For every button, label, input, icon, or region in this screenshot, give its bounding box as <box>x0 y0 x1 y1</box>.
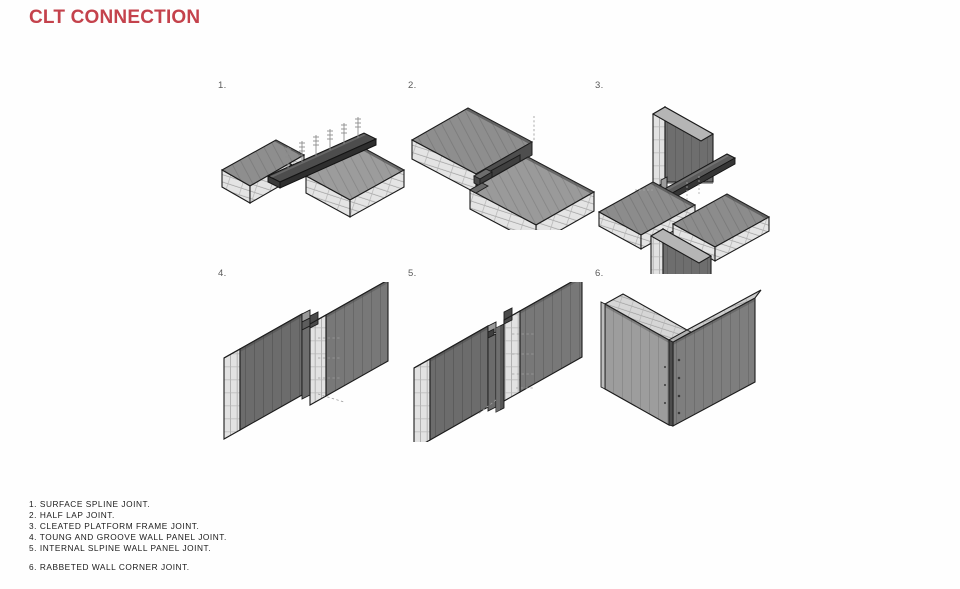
figure-surface-spline-joint: 1. <box>218 80 408 225</box>
figure-label-5: 5. <box>408 268 417 279</box>
figure-label-3: 3. <box>595 80 604 91</box>
fastener-indicator <box>477 333 534 415</box>
fastener-dots <box>677 358 681 415</box>
figure-label-4: 4. <box>218 268 227 279</box>
figure-art-cleated-platform-frame-joint <box>595 94 775 274</box>
figure-rabbeted-wall-corner-joint: 6. <box>595 268 775 443</box>
figure-cleated-platform-frame-joint: 3. <box>595 80 775 274</box>
figure-label-1: 1. <box>218 80 227 91</box>
corner-rabbet-seam <box>668 329 692 427</box>
figure-tongue-and-groove-wall-panel-joint: 4. <box>218 268 408 440</box>
legend-item-3: 3. CLEATED PLATFORM FRAME JOINT. <box>29 521 200 532</box>
fastener-dots-secondary <box>663 365 667 405</box>
fastener-indicator <box>317 337 345 403</box>
figure-art-surface-spline-joint <box>218 100 408 230</box>
wall-panel-left-wing <box>600 293 689 426</box>
legend-item-6: 6. RABBETED WALL CORNER JOINT. <box>29 562 190 573</box>
figure-label-2: 2. <box>408 80 417 91</box>
wall-panel-upper <box>651 106 715 192</box>
legend-item-2: 2. HALF LAP JOINT. <box>29 510 115 521</box>
wall-panel-right <box>309 282 389 406</box>
wall-panel-lower <box>649 228 713 274</box>
figure-art-half-lap-joint <box>408 100 598 230</box>
figure-internal-spline-wall-panel-joint: 5. <box>408 268 598 442</box>
internal-spline <box>495 323 505 413</box>
figure-label-6: 6. <box>595 268 604 279</box>
page-title: CLT CONNECTION <box>29 7 201 28</box>
panel-lower-right <box>468 156 596 230</box>
legend-item-1: 1. SURFACE SPLINE JOINT. <box>29 499 151 509</box>
figure-art-internal-spline-wall-panel-joint <box>408 282 598 442</box>
wall-panel-right-wing <box>672 289 762 427</box>
figure-half-lap-joint: 2. <box>408 80 598 230</box>
spline-plate <box>266 132 378 189</box>
wall-panel-left <box>223 309 311 440</box>
legend: 1. SURFACE SPLINE JOINT. 2. HALF LAP JOI… <box>29 499 329 574</box>
fastener-screws <box>285 117 361 168</box>
cleat-strip <box>657 153 737 203</box>
wall-panel-right <box>503 282 583 402</box>
wall-panel-left <box>413 321 497 442</box>
legend-item-4: 4. TOUNG AND GROOVE WALL PANEL JOINT. <box>29 532 227 543</box>
figure-art-tongue-and-groove-wall-panel-joint <box>218 282 408 442</box>
figure-art-rabbeted-wall-corner-joint <box>595 282 775 447</box>
legend-item-5: 5. INTERNAL SLPINE WALL PANEL JOINT. <box>29 543 212 554</box>
fastener-indicator <box>635 176 700 202</box>
